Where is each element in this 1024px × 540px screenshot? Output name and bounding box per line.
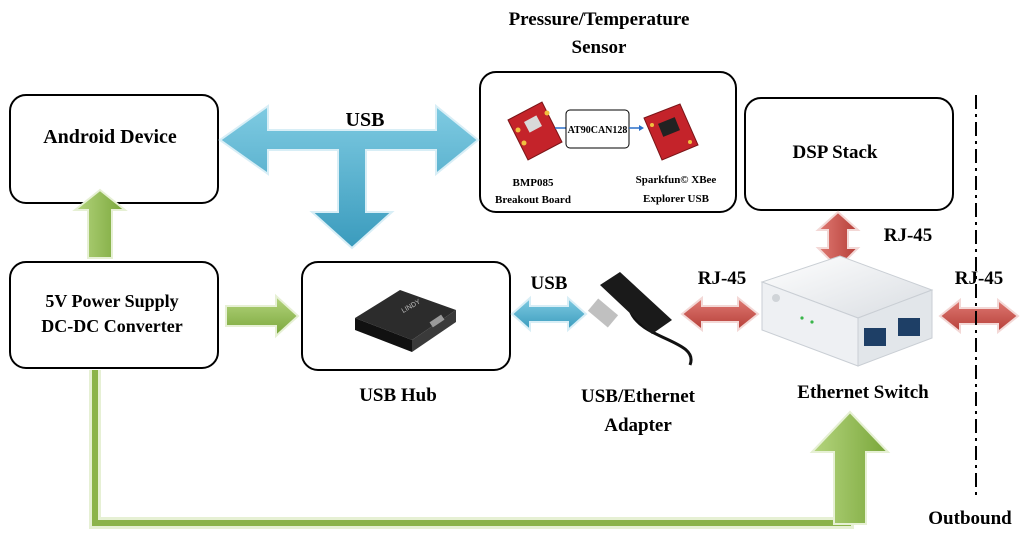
usb-bus-arrow <box>218 103 480 250</box>
power-feed-line <box>89 370 854 529</box>
adapter-label-line2: Adapter <box>604 415 672 436</box>
usb-hub-image <box>355 290 456 352</box>
power-to-switch-arrow <box>809 410 891 525</box>
bmp085-label: BMP085 <box>513 177 554 189</box>
usb-hub-label: USB Hub <box>359 385 437 406</box>
sensor-title-line2: Sensor <box>572 37 627 58</box>
explorer-usb-label: Explorer USB <box>643 193 710 205</box>
android-device-label: Android Device <box>43 126 177 148</box>
breakout-board-label: Breakout Board <box>495 194 571 206</box>
usb-top-label: USB <box>346 109 385 131</box>
dsp-stack-label: DSP Stack <box>793 142 878 163</box>
outbound-label: Outbound <box>928 508 1012 529</box>
bmp085-board-image <box>507 101 563 161</box>
android-device-box <box>9 94 219 204</box>
rj45-adapter-label: RJ-45 <box>698 268 747 289</box>
power-supply-box <box>9 261 219 369</box>
power-to-android-arrow <box>72 188 128 259</box>
power-to-hub-arrow <box>225 293 300 339</box>
adapter-label-line1: USB/Ethernet <box>581 386 696 407</box>
xbee-explorer-image <box>643 103 699 161</box>
usb-mid-label: USB <box>531 273 568 294</box>
xbee-label: Sparkfun© XBee <box>636 174 717 186</box>
rj45-outbound-label: RJ-45 <box>955 268 1004 289</box>
power-supply-label: 5V Power Supply <box>45 291 178 311</box>
mcu-box <box>565 109 630 149</box>
usb-ethernet-adapter-image <box>587 272 693 366</box>
ethernet-switch-image <box>760 255 934 367</box>
dsp-stack-box <box>744 97 954 211</box>
ethernet-switch-label: Ethernet Switch <box>797 382 929 403</box>
mcu-label: AT90CAN128 <box>568 125 628 136</box>
usb-hub-adapter-arrow <box>510 295 588 333</box>
rj45-dsp-label: RJ-45 <box>884 225 933 246</box>
power-feed-line-core <box>92 370 851 526</box>
sensor-title-line1: Pressure/Temperature <box>509 9 690 30</box>
adapter-switch-arrow <box>680 295 760 333</box>
switch-outbound-arrow <box>938 297 1020 335</box>
dc-dc-converter-label: DC-DC Converter <box>41 316 182 336</box>
sensor-link-2-head <box>639 125 644 131</box>
